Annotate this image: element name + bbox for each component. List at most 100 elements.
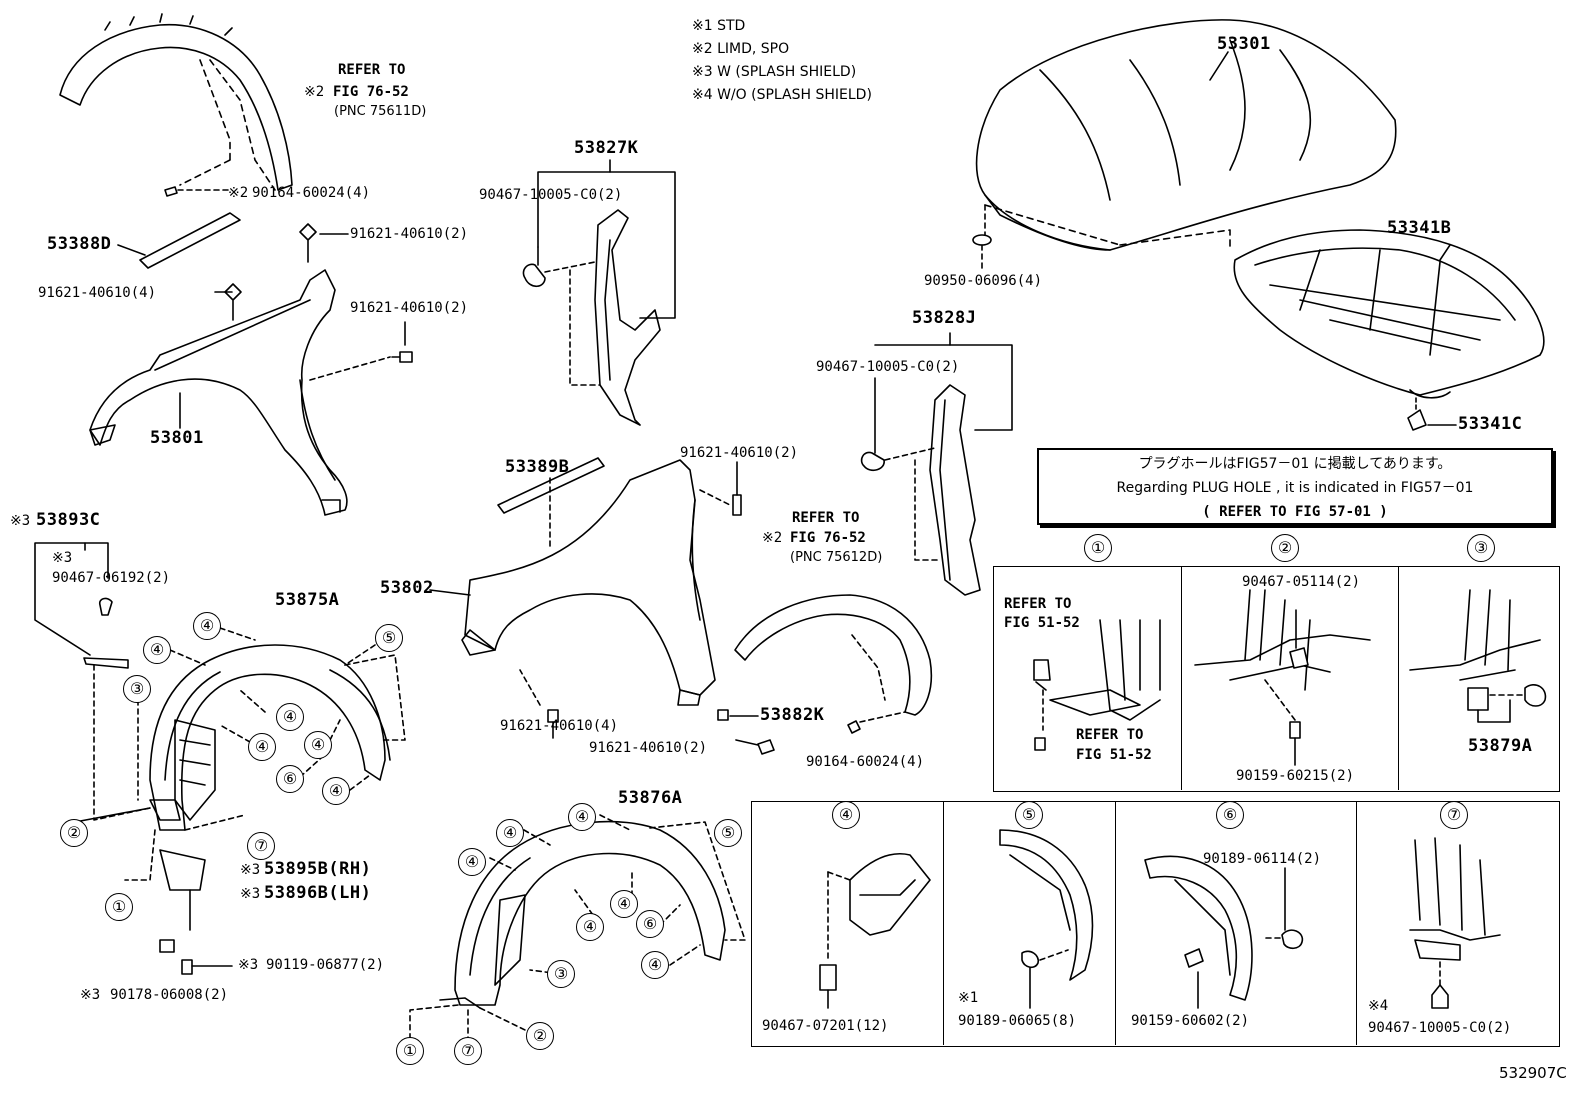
plug-note-jp: プラグホールはFIG57－01 に掲載してあります。 <box>1138 456 1452 472</box>
mark-3-53893C: ※3 <box>10 513 31 529</box>
part-91621-top: 91621-40610(2) <box>350 226 469 242</box>
panel-4-drawing <box>819 853 931 1009</box>
part-53827K: 53827K <box>574 138 639 158</box>
mark-2-top: ※2 <box>304 84 325 100</box>
mark-3-90178: ※3 <box>80 987 101 1003</box>
part-53895B: 53895B(RH) <box>264 859 372 879</box>
part-91621-left4: 91621-40610(4) <box>38 285 157 301</box>
seal-90950 <box>972 234 992 246</box>
refer-panel1-bot-1: REFER TO <box>1076 727 1144 743</box>
liner-53876A-drawing <box>439 820 726 1009</box>
panel-2-drawing <box>1194 589 1371 766</box>
detail-panels-top <box>993 566 1560 792</box>
plug-hole-note: プラグホールはFIG57－01 に掲載してあります。 Regarding PLU… <box>1037 448 1553 525</box>
callout-4: ④ <box>304 731 332 759</box>
clip-53341C <box>1407 409 1427 431</box>
part-90189-06065: 90189-06065(8) <box>958 1013 1077 1029</box>
mark-1-panel5: ※1 <box>958 990 979 1006</box>
panel-6-index: ⑥ <box>1216 801 1244 829</box>
part-90189-06114: 90189-06114(2) <box>1203 851 1322 867</box>
refer-top-left-3: (PNC 75611D) <box>334 104 427 119</box>
middle-extension-drawing <box>734 594 933 716</box>
fender-53801-drawing <box>89 269 348 516</box>
panel-1-index: ① <box>1084 534 1112 562</box>
part-53301: 53301 <box>1217 34 1271 54</box>
callout-3: ③ <box>123 675 151 703</box>
callout-2: ② <box>60 819 88 847</box>
panel-5-index: ⑤ <box>1015 801 1043 829</box>
mark-3-90467: ※3 <box>52 550 73 566</box>
part-53389B: 53389B <box>505 457 570 477</box>
divider <box>1115 801 1116 1045</box>
refer-mid-2: FIG 76-52 <box>790 530 866 546</box>
callout-4: ④ <box>610 890 638 918</box>
divider <box>1181 566 1182 790</box>
plug-note-refer: ( REFER TO FIG 57-01 ) <box>1202 504 1388 520</box>
panel-3-index: ③ <box>1467 534 1495 562</box>
callout-leaders <box>137 627 701 976</box>
part-90467-07201: 90467-07201(12) <box>762 1018 889 1034</box>
part-91621-b4: 91621-40610(4) <box>500 718 619 734</box>
callout-3: ③ <box>547 960 575 988</box>
part-91621-right2: 91621-40610(2) <box>350 300 469 316</box>
part-53879A: 53879A <box>1468 736 1533 756</box>
part-90467-05114: 90467-05114(2) <box>1242 574 1361 590</box>
refer-mid-1: REFER TO <box>792 510 860 526</box>
part-53801: 53801 <box>150 428 204 448</box>
callout-7: ⑦ <box>247 832 275 860</box>
mark-3-53896B: ※3 <box>240 886 261 902</box>
hood-insulator-drawing <box>1233 229 1545 399</box>
refer-mid-3: (PNC 75612D) <box>790 550 883 565</box>
part-53893C: 53893C <box>36 510 101 530</box>
part-90467-10005-a: 90467-10005-C0(2) <box>479 187 623 203</box>
mark-3-53895B: ※3 <box>240 862 261 878</box>
callout-1: ① <box>396 1037 424 1065</box>
part-91621-mid: 91621-40610(2) <box>680 445 799 461</box>
liner-53875A-drawing <box>149 644 391 831</box>
plug-note-en: Regarding PLUG HOLE , it is indicated in… <box>1116 480 1474 496</box>
callout-4: ④ <box>641 951 669 979</box>
panel-7-drawing <box>1409 837 1501 1009</box>
callout-4: ④ <box>193 612 221 640</box>
divider <box>943 801 944 1045</box>
legend-line-2: ※2 LIMD, SPO <box>692 41 790 57</box>
part-53341C: 53341C <box>1458 414 1523 434</box>
part-53341B: 53341B <box>1387 218 1452 238</box>
mark-2-mid: ※2 <box>762 530 783 546</box>
panel-7-index: ⑦ <box>1440 801 1468 829</box>
divider <box>1356 801 1357 1045</box>
part-53876A: 53876A <box>618 788 683 808</box>
legend-line-1: ※1 STD <box>692 18 746 34</box>
divider <box>1398 566 1399 790</box>
part-53828J: 53828J <box>912 308 977 328</box>
part-53802: 53802 <box>380 578 434 598</box>
bracket-53828J-drawing <box>929 384 981 596</box>
part-90119-06877: 90119-06877(2) <box>266 957 385 973</box>
bracket-53827K-drawing <box>594 209 661 426</box>
seal-53389B <box>497 457 605 514</box>
top-left-extension-drawing <box>59 13 293 191</box>
callout-6: ⑥ <box>276 765 304 793</box>
callout-5: ⑤ <box>375 624 403 652</box>
callout-4: ④ <box>276 703 304 731</box>
part-53882K: 53882K <box>760 705 825 725</box>
fender-53802-drawing <box>461 459 716 706</box>
refer-top-left-2: FIG 76-52 <box>333 84 409 100</box>
callout-6: ⑥ <box>636 910 664 938</box>
panel-6-drawing <box>1144 855 1304 1009</box>
callout-4: ④ <box>248 733 276 761</box>
callout-4: ④ <box>143 636 171 664</box>
callout-1: ① <box>105 893 133 921</box>
mark-3-90119: ※3 <box>238 957 259 973</box>
part-90467-06192: 90467-06192(2) <box>52 570 171 586</box>
part-90467-10005-c0-7: 90467-10005-C0(2) <box>1368 1020 1512 1036</box>
callout-4: ④ <box>322 777 350 805</box>
part-90164-60024-top: 90164-60024(4) <box>252 185 371 201</box>
part-90950-06096: 90950-06096(4) <box>924 273 1043 289</box>
part-91621-b2: 91621-40610(2) <box>589 740 708 756</box>
part-53388D: 53388D <box>47 234 112 254</box>
callout-4: ④ <box>568 803 596 831</box>
callout-5: ⑤ <box>714 819 742 847</box>
refer-panel1-top-2: FIG 51-52 <box>1004 615 1080 631</box>
